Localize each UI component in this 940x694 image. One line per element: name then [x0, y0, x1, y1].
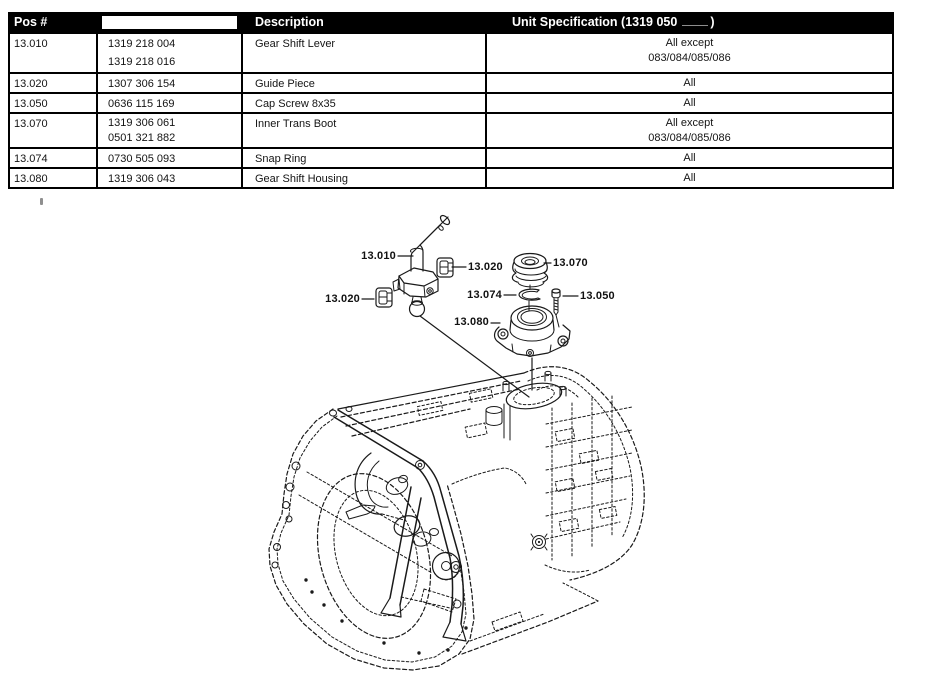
part-number: 1319 218 004	[108, 38, 176, 50]
header-description: Description	[241, 12, 487, 34]
part-number: 1319 306 061	[108, 117, 176, 129]
description-value: Guide Piece	[255, 78, 315, 90]
callout-13-080: 13.080	[454, 316, 489, 328]
description-value: Cap Screw 8x35	[255, 98, 336, 110]
pos-value: 13.050	[14, 98, 48, 110]
spec-value: 083/084/085/086	[648, 52, 731, 64]
table-row: 13.080 1319 306 043 Gear Shift Housing A…	[8, 167, 894, 189]
table-row: 13.074 0730 505 093 Snap Ring All	[8, 147, 894, 169]
ink-speck	[40, 198, 43, 205]
pos-value: 13.020	[14, 78, 48, 90]
unit-spec-prefix: Unit Specification (1319 050	[512, 15, 678, 29]
callout-13-020-left: 13.020	[325, 293, 360, 305]
gear-shift-housing-drawing	[493, 305, 571, 391]
header-unit-spec: Unit Specification (1319 050)	[485, 12, 894, 34]
callout-13-070: 13.070	[553, 257, 588, 269]
unit-spec-suffix: )	[710, 15, 715, 29]
spec-value: All	[683, 152, 696, 164]
description-value: Gear Shift Housing	[255, 173, 348, 185]
header-pos: Pos #	[8, 12, 98, 34]
callout-13-020-right: 13.020	[468, 261, 503, 273]
pos-value: 13.010	[14, 38, 48, 50]
description-value: Inner Trans Boot	[255, 118, 337, 130]
part-number: 0501 321 882	[108, 132, 176, 144]
table-row: 13.020 1307 306 154 Guide Piece All	[8, 72, 894, 94]
inner-trans-boot-drawing	[511, 252, 549, 290]
pos-value: 13.080	[14, 173, 48, 185]
table-row: 13.010 1319 218 004 1319 218 016 Gear Sh…	[8, 32, 894, 74]
part-number: 0730 505 093	[108, 153, 176, 165]
description-value: Gear Shift Lever	[255, 38, 336, 50]
parts-table: Pos # Description Unit Specification (13…	[8, 12, 894, 189]
part-number: 1307 306 154	[108, 78, 176, 90]
part-number: 1319 218 016	[108, 56, 176, 68]
spec-value: All except	[665, 37, 714, 49]
blank-header-box	[102, 16, 237, 29]
unit-spec-blank	[682, 15, 709, 26]
cap-screw-drawing	[551, 288, 561, 328]
callout-13-010: 13.010	[361, 250, 396, 262]
spec-value: All	[683, 172, 696, 184]
table-row: 13.050 0636 115 169 Cap Screw 8x35 All	[8, 92, 894, 114]
guide-piece-right-drawing	[436, 257, 454, 278]
header-part-number	[96, 12, 243, 34]
callout-leader-lines	[361, 255, 579, 324]
table-row: 13.070 1319 306 061 0501 321 882 Inner T…	[8, 112, 894, 149]
gearbox-drawing	[268, 366, 645, 671]
part-number: 0636 115 169	[108, 98, 175, 110]
callout-13-050: 13.050	[580, 290, 615, 302]
spec-value: All	[683, 77, 696, 89]
gear-shift-lever-drawing	[392, 214, 530, 398]
pos-value: 13.070	[14, 118, 48, 130]
part-number: 1319 306 043	[108, 173, 176, 185]
table-header-row: Pos # Description Unit Specification (13…	[8, 12, 894, 34]
spec-value: All	[683, 97, 696, 109]
spec-value: 083/084/085/086	[648, 132, 731, 144]
spec-value: All except	[665, 117, 714, 129]
callout-13-074: 13.074	[467, 289, 502, 301]
guide-piece-left-drawing	[375, 287, 393, 308]
description-value: Snap Ring	[255, 153, 307, 165]
pos-value: 13.074	[14, 153, 48, 165]
